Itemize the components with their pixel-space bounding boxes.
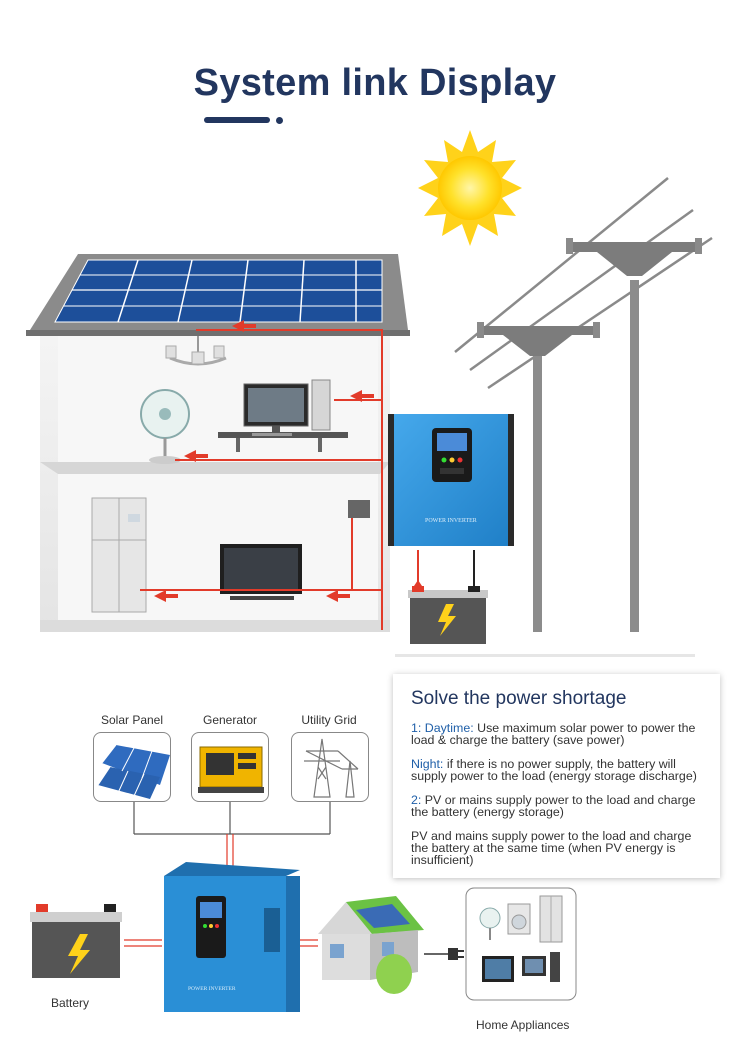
page-title: System link Display <box>0 62 750 105</box>
title-underline <box>204 117 270 123</box>
home-appliances-label: Home Appliances <box>476 1018 569 1032</box>
connection-lines <box>134 802 330 834</box>
title-underline-dot <box>276 117 283 124</box>
refrigerator-icon <box>92 498 146 612</box>
utility-poles <box>455 178 712 632</box>
television-icon <box>220 544 302 600</box>
battery-icon <box>408 550 488 644</box>
connection-diagram: POWER INVERTER <box>0 690 750 1056</box>
power-inverter: POWER INVERTER <box>388 414 514 546</box>
house-scene-diagram: POWER INVERTER <box>0 130 750 670</box>
sun-icon <box>418 130 522 246</box>
house-icon <box>318 896 424 994</box>
inverter-label: POWER INVERTER <box>425 518 477 524</box>
battery-icon <box>30 904 122 978</box>
solar-panel-array <box>55 260 382 322</box>
inverter-label: POWER INVERTER <box>188 986 236 992</box>
home-appliances-box <box>466 888 576 1000</box>
plug-icon <box>424 948 464 960</box>
power-inverter: POWER INVERTER <box>164 862 300 1012</box>
battery-label: Battery <box>51 996 89 1010</box>
breaker-switch-icon <box>348 500 370 518</box>
